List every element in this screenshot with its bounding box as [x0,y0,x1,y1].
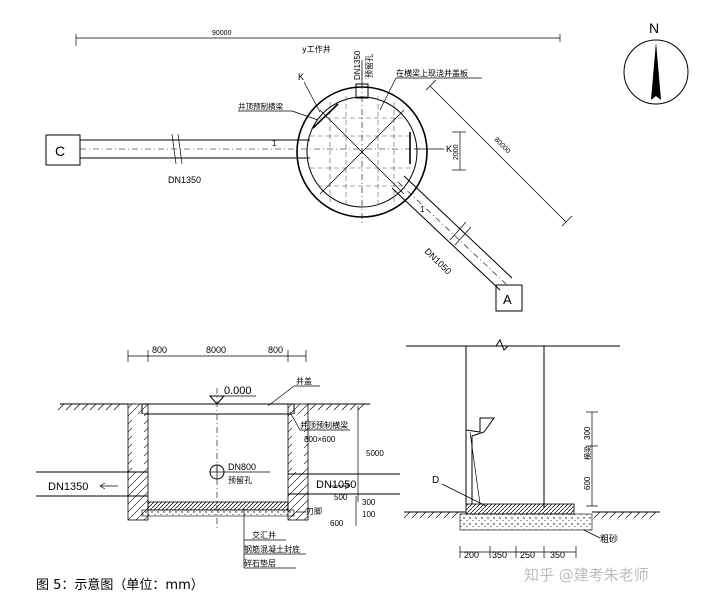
dim-350-b: 350 [550,550,565,560]
dim-5000: 5000 [366,449,384,458]
dim-350-a: 350 [492,550,507,560]
label-k-left: K [298,72,304,82]
dim-600: 600 [583,476,592,490]
pipe-a [391,175,513,291]
detail-view: D 300 横梁 600 200 350 250 350 粗砂 [403,338,660,560]
dim-80000: 80000 [493,136,512,155]
label-beam: 井顶预制横梁 [300,420,348,430]
dim-600: 600 [330,519,344,528]
label-dn1050-pipe: DN1050 [423,246,454,276]
north-arrow: N [623,20,689,105]
label-one-b: 1 [420,205,425,214]
label-hole: 预留孔 [228,475,252,485]
level-label: 0.000 [224,385,252,397]
label-cover-plate: 在横梁上现浇井盖板 [396,68,468,78]
dim-250: 250 [520,550,535,560]
label-gravel: 碎石垫层 [244,558,276,568]
label-rc-seal: 钢筋混凝土封底 [244,544,300,554]
section-view: 800 8000 800 0.000 [36,345,400,569]
label-cutting-edge: 刃脚 [306,506,322,516]
box-a [495,284,523,312]
dim-90000: 90000 [212,30,232,37]
watermark: 知乎 @建考朱老师 [524,566,649,584]
label-cover: 井盖 [296,376,312,386]
north-label: N [649,20,659,36]
dim-100: 100 [362,510,376,519]
label-k-right: K [446,144,452,154]
label-d: D [432,475,439,486]
label-one-a: 1 [272,139,277,148]
pipe-c [80,133,420,165]
dim-800-right: 800 [268,345,283,355]
label-junction: 交汇井 [252,530,276,540]
label-hole-vertical: 预留孔 [364,54,374,78]
dim-8000: 8000 [206,345,226,355]
bottom-seal [147,501,289,511]
beam-grid [310,70,414,226]
dim-300: 300 [583,426,592,440]
plan-view: 90000 C [45,20,689,312]
label-beam-size: 300×600 [304,435,336,444]
figure-caption: 图 5：示意图（单位：mm） [36,578,204,593]
label-dn800: DN800 [228,462,256,472]
box-c [45,134,81,166]
well-cover [141,403,295,415]
label-dn1350-hole: DN1350 [353,50,362,80]
label-y-well: y工作井 [302,44,331,54]
label-dn1350: DN1350 [48,481,88,493]
box-a-label: A [503,292,512,307]
dim-200: 200 [464,550,479,560]
dim-2000: 2000 [453,144,460,160]
label-coarse-sand: 粗砂 [600,533,618,545]
label-beam-short: 横梁 [583,446,592,460]
box-c-label: C [55,143,65,159]
dim-500: 500 [334,493,348,502]
dim-300: 300 [362,498,376,507]
dim-800-left: 800 [152,345,167,355]
gravel-layer [141,509,295,517]
label-top-beam: 井顶预制横梁 [238,101,283,111]
label-dn1350-pipe: DN1350 [168,175,201,185]
label-dn1050: DN1050 [316,479,356,491]
